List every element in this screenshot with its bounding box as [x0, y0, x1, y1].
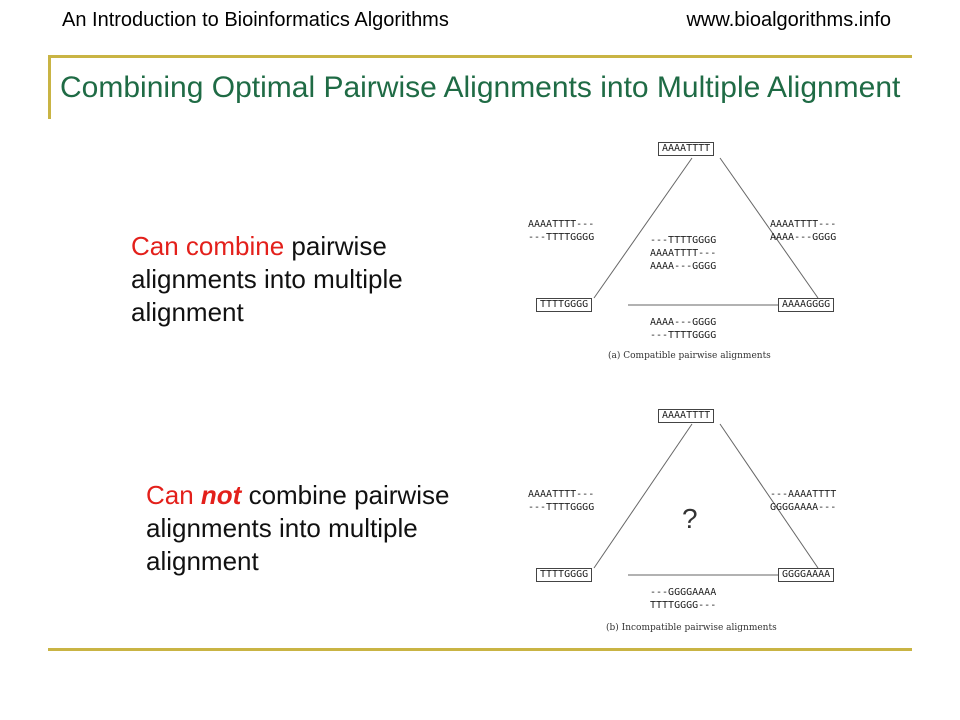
figure-a-bottom-alignment: AAAA---GGGG ---TTTTGGGG [650, 317, 717, 341]
figure-a-center-alignment: ---TTTTGGGG AAAATTTT--- AAAA---GGGG [650, 235, 717, 272]
figure-b-edges [593, 423, 819, 576]
incompatible-alignments-figure: AAAATTTT TTTTGGGG GGGGAAAA AAAATTTT--- -… [520, 398, 920, 648]
figure-b-top-node: AAAATTTT [658, 409, 715, 423]
slide-title: Combining Optimal Pairwise Alignments in… [60, 71, 901, 104]
header-website: www.bioalgorithms.info [686, 9, 891, 31]
caption-incompatible-prefix: Can [146, 480, 201, 510]
figure-b-left-alignment: AAAATTTT--- ---TTTTGGGG [528, 489, 595, 513]
left-divider [48, 55, 51, 119]
figure-b-caption: (b) Incompatible pairwise alignments [606, 623, 777, 633]
caption-incompatible-emphasis: not [200, 480, 242, 510]
caption-compatible-rest: pairwise alignments into multiple alignm… [131, 231, 403, 327]
figure-b-right-node: GGGGAAAA [778, 568, 835, 582]
figure-a-caption: (a) Compatible pairwise alignments [608, 351, 771, 361]
figure-b-right-alignment: ---AAAATTTT GGGGAAAA--- [770, 489, 837, 513]
figure-a-right-node: AAAAGGGG [778, 298, 835, 312]
figure-b-left-node: TTTTGGGG [536, 568, 593, 582]
figure-a-right-alignment: AAAATTTT--- AAAA---GGGG [770, 219, 837, 243]
header-book-title: An Introduction to Bioinformatics Algori… [62, 9, 449, 31]
compatible-alignments-figure: AAAATTTT TTTTGGGG AAAAGGGG AAAATTTT--- -… [520, 130, 920, 378]
figure-a-edges [593, 157, 819, 306]
bottom-divider [48, 648, 912, 651]
caption-incompatible-rest: combine pairwise alignments into multipl… [146, 480, 450, 576]
caption-incompatible: Can not combine pairwise alignments into… [146, 479, 486, 578]
caption-compatible-emphasis: Can combine [131, 231, 285, 261]
figure-a-top-node: AAAATTTT [658, 142, 715, 156]
figure-b-question-mark: ? [682, 503, 698, 534]
caption-compatible: Can combine pairwise alignments into mul… [131, 230, 491, 329]
figure-a-left-node: TTTTGGGG [536, 298, 593, 312]
top-divider [48, 55, 912, 58]
figure-a-left-alignment: AAAATTTT--- ---TTTTGGGG [528, 219, 595, 243]
figure-b-bottom-alignment: ---GGGGAAAA TTTTGGGG--- [650, 587, 717, 611]
